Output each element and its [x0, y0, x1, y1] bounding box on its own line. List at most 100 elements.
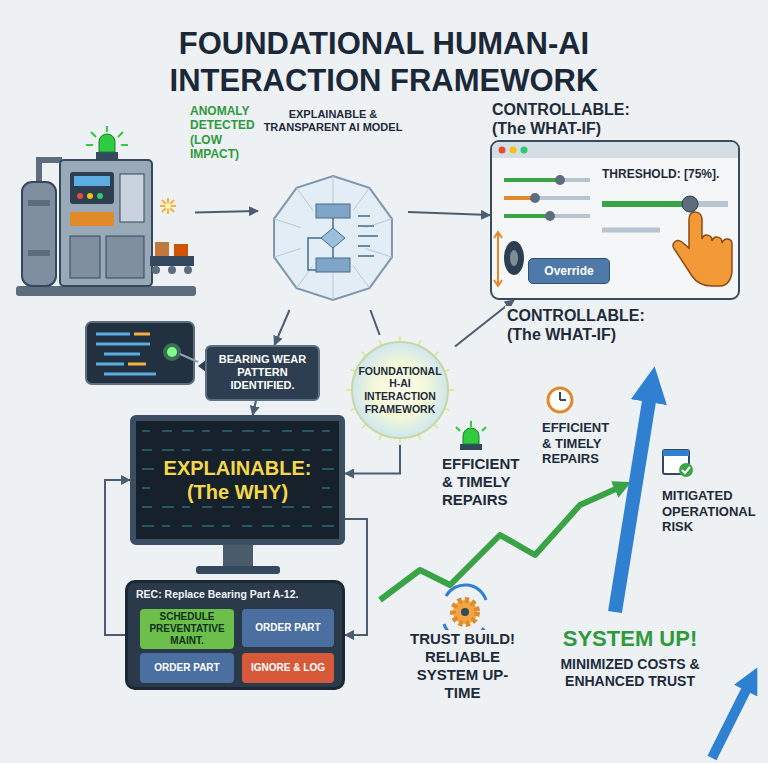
node-shape: [262, 506, 272, 508]
node-shape: [530, 193, 540, 203]
node-shape: [202, 506, 212, 508]
node-shape: [142, 525, 154, 527]
node-text: ORDER PART: [255, 622, 320, 634]
growth-chart: [615, 395, 650, 612]
machine-illustration: [28, 250, 50, 256]
beacon-icon: [460, 444, 482, 450]
code-screen-icon: [163, 343, 181, 361]
machine-illustration: [106, 236, 144, 278]
machine-illustration: [70, 212, 114, 226]
machine-illustration: [70, 236, 100, 278]
machine-illustration: [39, 160, 62, 182]
node-shape: [504, 214, 550, 218]
text-wrapper: Override: [544, 264, 593, 278]
node-shape: [274, 249, 301, 258]
machine-illustration: [97, 193, 103, 199]
node-shape: [521, 147, 528, 154]
machine-illustration: [160, 198, 176, 214]
gear-icon: [453, 600, 477, 624]
control-window: CONTROLLABLE: (The WHAT-IF)THRESHOLD: [7…: [490, 140, 740, 300]
node-shape: [504, 196, 590, 200]
node-text: FOUNDATIONAL H-AI INTERACTION FRAMEWORK: [353, 365, 447, 415]
node-shape: [297, 266, 313, 289]
node-shape: [492, 142, 738, 158]
clock-icon: [548, 388, 572, 412]
machine-illustration: [96, 152, 118, 160]
node-shape: [222, 506, 234, 508]
label-wrapper: EFFICIENT & TIMELY REPAIRS: [440, 455, 530, 509]
machine-illustration: [86, 126, 128, 145]
machine-illustration: [16, 286, 196, 296]
node-text: EXPLAINABLE & TRANSPARENT AI MODEL: [258, 108, 408, 134]
node-shape: [202, 525, 214, 527]
title: FOUNDATIONAL HUMAN-AI INTERACTION FRAMEW…: [124, 26, 644, 99]
monitor-stand: [196, 566, 280, 574]
node-shape: [282, 506, 294, 508]
node-shape: [352, 342, 448, 438]
node-shape: [491, 141, 739, 299]
node-text: IGNORE & LOG: [251, 662, 325, 674]
monitor-stand: [223, 545, 253, 567]
node-shape: [602, 201, 728, 207]
text-wrapper: IGNORE & LOG: [251, 662, 325, 674]
node-text: ORDER PART: [154, 662, 219, 674]
machine-illustration: [60, 160, 152, 286]
growth-chart: [380, 395, 748, 758]
machine-illustration: [22, 182, 56, 286]
node-shape: [358, 245, 370, 247]
text-wrapper: FOUNDATIONAL H-AI INTERACTION FRAMEWORK: [353, 365, 447, 415]
node-shape: [316, 258, 350, 272]
node-shape: [353, 188, 369, 211]
monitor-stand: [196, 545, 280, 574]
connector-arrow: [195, 211, 258, 213]
node-shape: [202, 449, 212, 451]
node-shape: [673, 212, 732, 286]
code-screen-icon: [96, 334, 156, 374]
label-text: EFFICIENT & TIMELY REPAIRS: [540, 420, 618, 467]
machine-illustration: [16, 126, 196, 296]
text-wrapper: EXPLAINABLE: (The WHY): [158, 456, 317, 504]
node-shape: [142, 449, 152, 451]
node-shape: [142, 468, 154, 470]
node-shape: [242, 525, 252, 527]
node-shape: [494, 232, 502, 286]
beacon-icon: [463, 428, 479, 444]
node-shape: [142, 487, 150, 489]
node-shape: [499, 147, 506, 154]
code-screen-icon: [128, 334, 150, 364]
node-shape: [297, 188, 313, 211]
machine-illustration: [70, 172, 114, 204]
node-shape: [182, 525, 192, 527]
machine-illustration: [165, 203, 171, 209]
machine-illustration: [150, 256, 194, 266]
text-wrapper: ANOMALY DETECTED (LOW IMPACT): [190, 104, 266, 162]
machine-node: ANOMALY DETECTED (LOW IMPACT): [12, 130, 195, 300]
node-shape: [162, 430, 172, 432]
machine-illustration: [99, 134, 115, 152]
beacon-icon: [456, 421, 486, 450]
growth-chart: [712, 686, 748, 758]
node-shape: [302, 449, 310, 451]
label-wrapper: MINIMIZED COSTS & ENHANCED TRUST: [548, 656, 712, 690]
framework-circle: FOUNDATIONAL H-AI INTERACTION FRAMEWORK: [345, 335, 455, 445]
node-shape: [182, 506, 190, 508]
node-shape: [602, 201, 690, 207]
text-wrapper: ORDER PART: [255, 622, 320, 634]
code-screen-icon: [86, 322, 206, 384]
title-wrapper: FOUNDATIONAL HUMAN-AI INTERACTION FRAMEW…: [124, 26, 644, 99]
text-wrapper: ORDER PART: [154, 662, 219, 674]
node-shape: [202, 430, 210, 432]
node-shape: [262, 449, 272, 451]
calendar-icon: [663, 450, 689, 456]
connector-arrow: [253, 401, 256, 415]
connector-arrow: [345, 519, 367, 635]
node-shape: [322, 487, 330, 489]
text-wrapper: EXPLAINABLE & TRANSPARENT AI MODEL: [258, 108, 408, 134]
machine-illustration: [184, 266, 192, 274]
node-text: CONTROLLABLE: (The WHAT-IF): [492, 100, 652, 138]
machine-illustration: [152, 266, 160, 274]
node-shape: [602, 228, 660, 233]
node-shape: [353, 266, 369, 289]
node-shape: [682, 196, 698, 212]
node-shape: [142, 506, 152, 508]
